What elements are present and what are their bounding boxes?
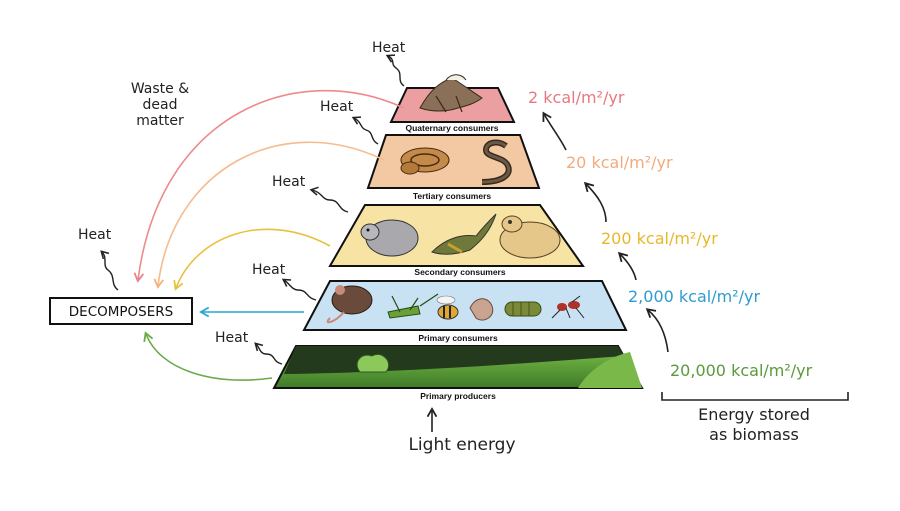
tier-label-quaternary: Quaternary consumers <box>405 123 498 133</box>
light-energy-label: Light energy <box>408 435 515 455</box>
waste-label-line2: dead <box>143 97 178 113</box>
tier-tertiary-consumers <box>366 134 541 189</box>
waste-label-line3: matter <box>136 113 184 129</box>
energy-value-primary-consumers: 2,000 kcal/m²/yr <box>628 287 760 306</box>
heat-label-primary-producers: Heat <box>215 330 249 346</box>
energy-flow-arrow <box>645 308 669 353</box>
tier-primary-consumers <box>302 280 628 331</box>
mouse-icon <box>326 285 373 324</box>
ant-icon <box>551 295 585 319</box>
heat-arrow <box>281 278 317 301</box>
heat-arrow <box>309 186 349 213</box>
heat-label-primary-consumers: Heat <box>252 262 286 278</box>
caterpillar-icon <box>504 301 542 317</box>
bird-icon <box>431 213 497 255</box>
energy-value-primary-producers: 20,000 kcal/m²/yr <box>670 361 813 380</box>
waste-flow-tertiary <box>153 141 385 289</box>
eagle-icon <box>419 74 483 113</box>
tier-primary-producers <box>272 345 644 389</box>
rat-icon <box>360 219 419 257</box>
energy-flow-arrow <box>583 181 607 223</box>
heat-label-secondary: Heat <box>272 174 306 190</box>
energy-flow-arrow <box>542 111 567 151</box>
tier-label-secondary: Secondary consumers <box>414 267 505 277</box>
decomposers-box <box>49 297 193 325</box>
tier-secondary-consumers <box>328 204 585 267</box>
waste-flow-secondary <box>173 228 331 291</box>
snake-icon <box>481 139 512 185</box>
heat-arrow <box>385 54 405 87</box>
heat-label-tertiary: Heat <box>320 99 354 115</box>
tier-quaternary-consumers <box>389 74 516 123</box>
waste-flow-primary-producers <box>143 331 273 381</box>
decomposers-label: DECOMPOSERS <box>69 304 173 320</box>
tier-label-primary-consumers: Primary consumers <box>418 333 498 343</box>
heat-arrow <box>351 116 379 145</box>
heat-label-decomposers: Heat <box>78 227 112 243</box>
tier-label-tertiary: Tertiary consumers <box>413 191 492 201</box>
moth-icon <box>469 298 494 321</box>
energy-flow-arrow <box>617 251 637 281</box>
snake-icon <box>400 147 450 175</box>
energy-value-secondary: 200 kcal/m²/yr <box>601 229 718 248</box>
biomass-label-line1: Energy stored <box>698 405 810 424</box>
energy-value-tertiary: 20 kcal/m²/yr <box>566 153 673 172</box>
grasshopper-icon <box>387 293 439 319</box>
frog-icon <box>499 215 561 259</box>
tier-label-primary-producers: Primary producers <box>420 391 496 401</box>
energy-value-quaternary: 2 kcal/m²/yr <box>528 88 625 107</box>
biomass-bracket <box>661 392 849 401</box>
heat-label-quaternary: Heat <box>372 40 406 56</box>
heat-arrow <box>100 250 119 291</box>
bee-icon <box>436 295 459 320</box>
waste-label-line1: Waste & <box>131 81 189 97</box>
waste-flow-quaternary <box>133 89 405 283</box>
biomass-label-line2: as biomass <box>709 425 799 444</box>
heat-arrow <box>254 342 283 365</box>
